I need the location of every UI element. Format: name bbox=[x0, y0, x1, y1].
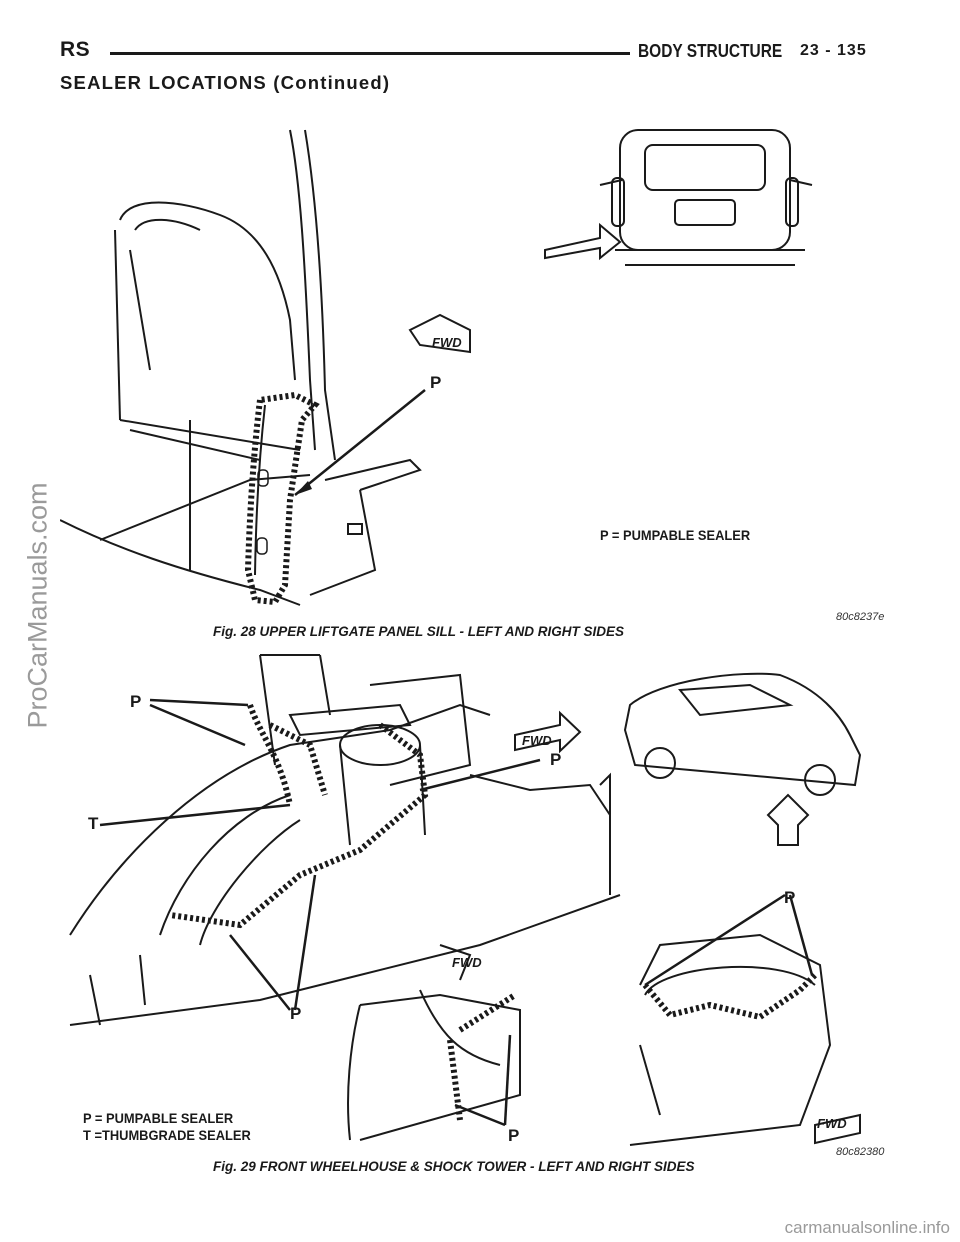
header-page-number: 23 - 135 bbox=[800, 42, 867, 59]
figure-29-fwd-label-top: FWD bbox=[522, 733, 552, 748]
figure-29-legend-p: P = PUMPABLE SEALER bbox=[83, 1110, 234, 1126]
figure-29-label-p-topleft: P bbox=[130, 692, 142, 711]
figure-29-label-p-tower-right: P bbox=[784, 888, 796, 907]
figure-29-code: 80c82380 bbox=[836, 1146, 885, 1158]
side-watermark: ProCarManuals.com bbox=[22, 482, 53, 729]
header-section-title: BODY STRUCTURE bbox=[638, 41, 783, 61]
figure-29-fwd-label-bottom: FWD bbox=[817, 1116, 847, 1131]
figure-29-label-p-bottom: P bbox=[290, 1004, 302, 1023]
figure-28-caption: Fig. 28 UPPER LIFTGATE PANEL SILL - LEFT… bbox=[213, 624, 625, 639]
section-title: SEALER LOCATIONS (Continued) bbox=[60, 72, 391, 93]
figure-29-illustration bbox=[60, 645, 900, 1150]
figure-28-fwd-label: FWD bbox=[432, 335, 462, 350]
figure-29-caption: Fig. 29 FRONT WHEELHOUSE & SHOCK TOWER -… bbox=[213, 1159, 695, 1174]
figure-29-label-p-right: P bbox=[550, 750, 562, 769]
footer-watermark: carmanualsonline.info bbox=[784, 1218, 950, 1237]
header-left-code: RS bbox=[60, 38, 91, 61]
header-rule bbox=[110, 52, 630, 55]
figure-28-legend: P = PUMPABLE SEALER bbox=[600, 527, 751, 543]
figure-29-legend-t: T =THUMBGRADE SEALER bbox=[83, 1127, 251, 1143]
figure-29-label-p-tower-left: P bbox=[508, 1126, 520, 1145]
figure-28-code: 80c8237e bbox=[836, 611, 885, 623]
figure-29-label-t: T bbox=[88, 814, 99, 833]
figure-29-fwd-label-middle: FWD bbox=[452, 955, 482, 970]
figure-28-illustration bbox=[60, 120, 900, 620]
figure-28-label-p: P bbox=[430, 373, 442, 392]
